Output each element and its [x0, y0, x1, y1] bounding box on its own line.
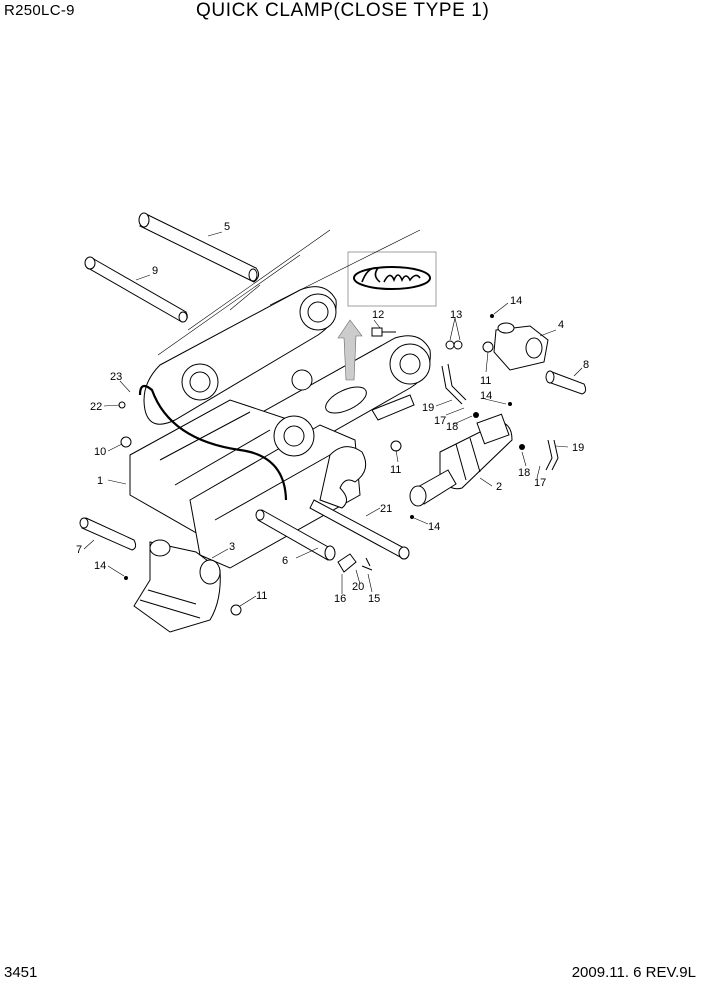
pin-21: [309, 499, 410, 560]
leader-lines: [83, 231, 583, 607]
callout-8: 8: [583, 359, 589, 371]
pin-7: [79, 517, 137, 551]
callout-14-b: 14: [480, 390, 492, 402]
rhino-logo: [347, 251, 437, 307]
callout-numbers: 5 9 12 13 14 4 8 23 22 10 1 14 19 17 18 …: [76, 221, 589, 605]
callout-11-a: 11: [390, 464, 401, 476]
callout-7: 7: [76, 544, 82, 556]
callout-23: 23: [110, 371, 122, 383]
callout-17-b: 17: [534, 477, 546, 489]
callout-18-a: 18: [446, 421, 458, 433]
pin-9: [84, 256, 188, 323]
callout-2: 2: [496, 481, 502, 493]
callout-19-a: 19: [422, 402, 434, 414]
hose-19-upper: [441, 363, 467, 405]
date-revision: 2009.11. 6 REV.9L: [571, 964, 696, 981]
callout-14-a: 14: [510, 295, 522, 307]
callout-18-b: 18: [518, 467, 530, 479]
hose-23: [138, 384, 288, 501]
callout-6: 6: [282, 555, 288, 567]
callout-14-c: 14: [428, 521, 440, 533]
bracket-4: [493, 322, 549, 371]
pin-8: [545, 370, 587, 395]
callout-21: 21: [380, 503, 392, 515]
page-number: 3451: [4, 964, 38, 981]
callout-4: 4: [558, 319, 564, 331]
pin-6: [255, 509, 336, 561]
callout-17-a: 17: [434, 415, 446, 427]
callout-11-c: 11: [256, 590, 267, 602]
page-title: QUICK CLAMP(CLOSE TYPE 1): [196, 0, 490, 21]
rings-and-fittings: [118, 314, 525, 616]
callout-5: 5: [224, 221, 230, 233]
callout-22: 22: [90, 401, 102, 413]
callout-15: 15: [368, 593, 380, 605]
callout-12: 12: [372, 309, 384, 321]
callout-19-b: 19: [572, 442, 584, 454]
callout-9: 9: [152, 265, 158, 277]
callout-20: 20: [352, 581, 364, 593]
callout-1: 1: [97, 475, 103, 487]
hose-19-lower: [545, 439, 559, 471]
clamp-frame: [129, 229, 431, 569]
pin-5: [138, 212, 260, 283]
callout-16: 16: [334, 593, 346, 605]
callout-10: 10: [94, 446, 106, 458]
callout-11-b: 11: [480, 375, 491, 387]
cylinder-2: [409, 413, 513, 507]
callout-14-d: 14: [94, 560, 106, 572]
callout-3: 3: [229, 541, 235, 553]
bracket-3: [133, 539, 221, 633]
model-code: R250LC-9: [4, 2, 75, 19]
callout-13: 13: [450, 309, 462, 321]
